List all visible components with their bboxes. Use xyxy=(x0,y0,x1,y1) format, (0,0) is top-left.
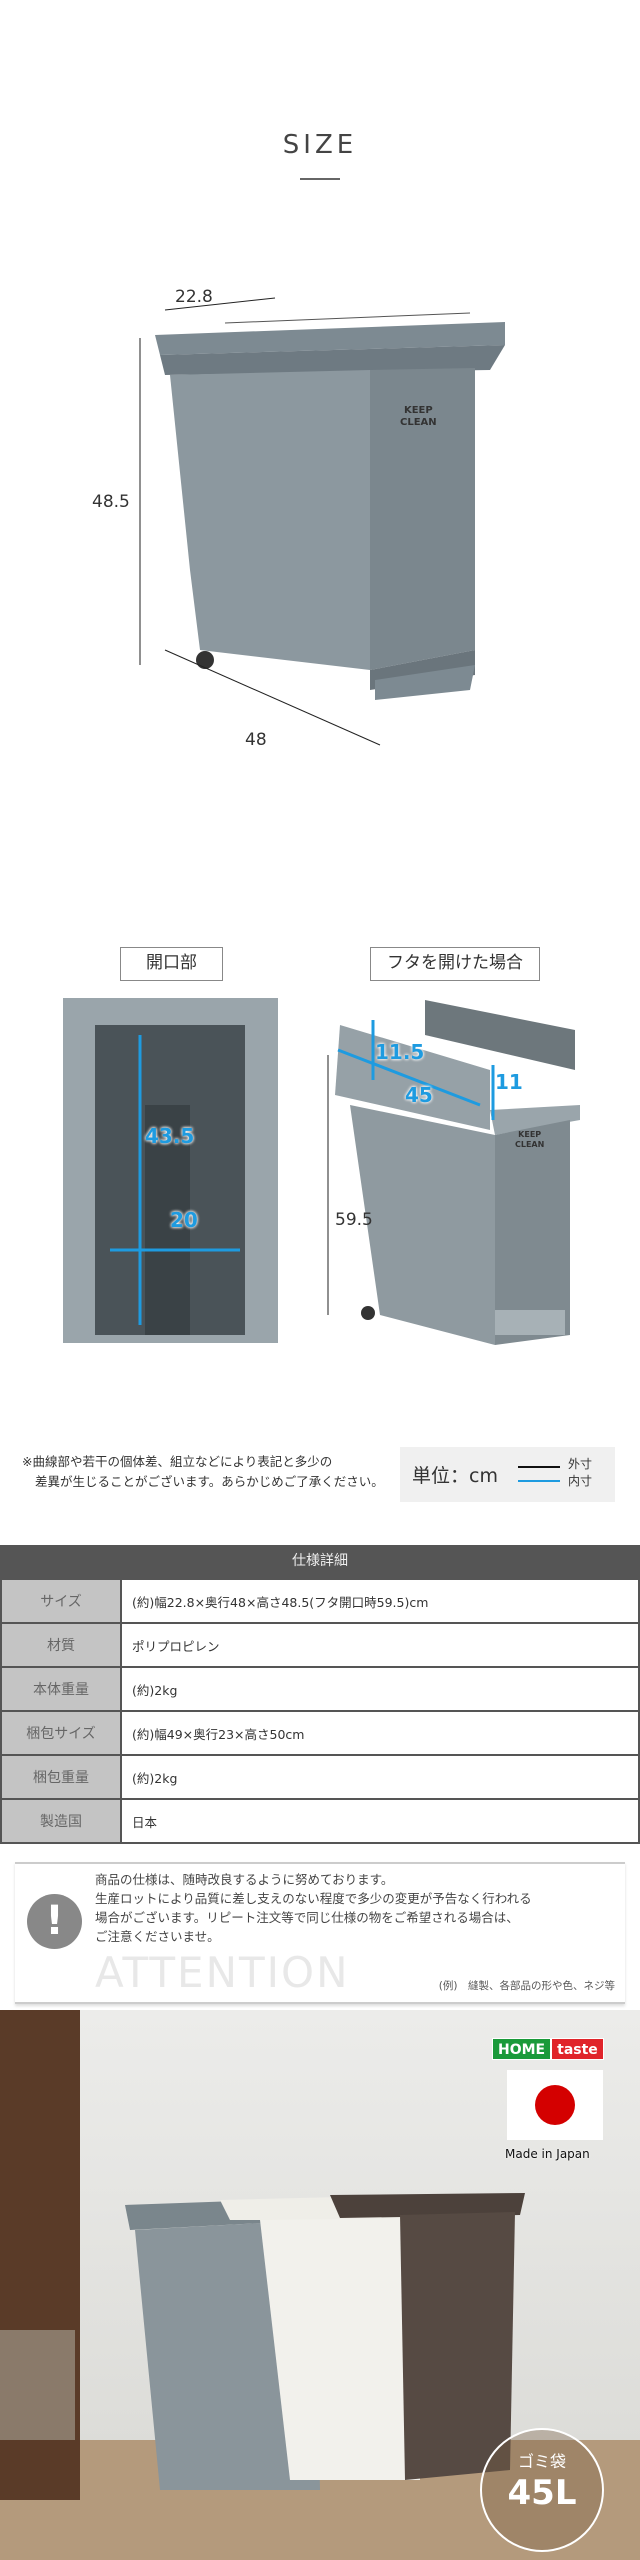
spec-key: 製造国 xyxy=(0,1798,122,1844)
attention-text: 商品の仕様は、随時改良するように努めております。 生産ロットにより品質に差し支え… xyxy=(95,1870,615,1946)
badge-value: 45L xyxy=(507,2473,577,2513)
table-row: 梱包重量(約)2kg xyxy=(0,1754,640,1800)
spec-value: ポリプロピレン xyxy=(120,1622,640,1668)
table-row: サイズ(約)幅22.8×奥行48×高さ48.5(フタ開口時59.5)cm xyxy=(0,1578,640,1624)
opening-width-label: 20 xyxy=(170,1208,198,1232)
lid-open-label: フタを開けた場合 xyxy=(370,947,540,981)
dimension-note: ※曲線部や若干の個体差、組立などにより表記と多少の 差異が生じることがございます… xyxy=(22,1452,394,1492)
unit-label: 単位：cm xyxy=(412,1465,498,1487)
spec-value: (約)幅22.8×奥行48×高さ48.5(フタ開口時59.5)cm xyxy=(120,1578,640,1624)
opening-label: 開口部 xyxy=(120,947,223,981)
logo-line2: CLEAN xyxy=(400,417,437,428)
attention-line: ご注意くださいませ。 xyxy=(95,1929,220,1944)
note-line2: 差異が生じることがございます。あらかじめご了承ください。 xyxy=(35,1474,384,1489)
total-height-label: 59.5 xyxy=(335,1210,373,1230)
made-in-japan-label: Made in Japan xyxy=(505,2147,590,2161)
divider xyxy=(300,178,340,180)
shelf-books xyxy=(0,2330,75,2440)
table-row: 材質ポリプロピレン xyxy=(0,1622,640,1668)
brand-logo: HOME taste xyxy=(492,2038,604,2060)
attention-line: 生産ロットにより品質に差し支えのない程度で多少の変更が予告なく行われる xyxy=(95,1891,532,1906)
inner-arrow-icon xyxy=(518,1480,560,1482)
attention-line: 商品の仕様は、随時改良するように努めております。 xyxy=(95,1872,394,1887)
attention-watermark: ATTENTION xyxy=(95,1948,350,1997)
outer-label: 外寸 xyxy=(568,1457,593,1471)
opening-height-label: 43.5 xyxy=(145,1124,195,1148)
exclamation-icon: ! xyxy=(27,1894,82,1949)
logo-line2: CLEAN xyxy=(515,1140,545,1149)
height-label: 48.5 xyxy=(92,492,130,512)
inner-label: 内寸 xyxy=(568,1474,593,1488)
spec-key: サイズ xyxy=(0,1578,122,1624)
attention-line: 場合がございます。リピート注文等で同じ仕様の物をご希望される場合は、 xyxy=(95,1910,519,1925)
table-row: 梱包サイズ(約)幅49×奥行23×高さ50cm xyxy=(0,1710,640,1756)
table-row: 本体重量(約)2kg xyxy=(0,1666,640,1712)
spec-value: 日本 xyxy=(120,1798,640,1844)
lid-height-label: 11.5 xyxy=(375,1040,425,1064)
opening-image xyxy=(63,998,278,1343)
table-row: 製造国日本 xyxy=(0,1798,640,1844)
spec-key: 梱包サイズ xyxy=(0,1710,122,1756)
brand-taste: taste xyxy=(551,2038,604,2060)
note-line1: ※曲線部や若干の個体差、組立などにより表記と多少の xyxy=(22,1454,333,1469)
attention-example: (例) 縫製、各部品の形や色、ネジ等 xyxy=(438,1980,615,1992)
rear-height-label: 11 xyxy=(495,1070,523,1094)
bins-group xyxy=(125,2193,525,2490)
spec-key: 材質 xyxy=(0,1622,122,1668)
spec-table: サイズ(約)幅22.8×奥行48×高さ48.5(フタ開口時59.5)cm 材質ポ… xyxy=(0,1578,640,1844)
size-title: SIZE xyxy=(282,130,358,160)
logo-line1: KEEP xyxy=(518,1130,542,1139)
spec-value: (約)幅49×奥行23×高さ50cm xyxy=(120,1710,640,1756)
product-photo: HOME taste Made in Japan ゴミ袋 45L xyxy=(0,2010,640,2560)
attention-box: ATTENTION ! 商品の仕様は、随時改良するように努めております。 生産ロ… xyxy=(15,1862,625,2004)
spec-title: 仕様詳細 xyxy=(0,1545,640,1578)
unit-legend: 単位：cm 外寸 内寸 xyxy=(400,1447,615,1502)
spec-value: (約)2kg xyxy=(120,1666,640,1712)
lid-depth-label: 45 xyxy=(405,1083,433,1107)
outer-arrow-icon xyxy=(518,1466,560,1468)
spec-key: 梱包重量 xyxy=(0,1754,122,1800)
badge-label: ゴミ袋 xyxy=(517,2452,566,2471)
lid-open-image xyxy=(327,1000,580,1345)
depth-label: 48 xyxy=(245,730,267,750)
spec-value: (約)2kg xyxy=(120,1754,640,1800)
bag-size-badge: ゴミ袋 45L xyxy=(480,2428,604,2552)
spec-key: 本体重量 xyxy=(0,1666,122,1712)
logo-line1: KEEP xyxy=(403,405,433,416)
bin-size-diagram xyxy=(139,297,505,746)
brand-home: HOME xyxy=(492,2038,552,2060)
width-label: 22.8 xyxy=(175,287,213,307)
japan-flag-icon xyxy=(507,2070,603,2140)
